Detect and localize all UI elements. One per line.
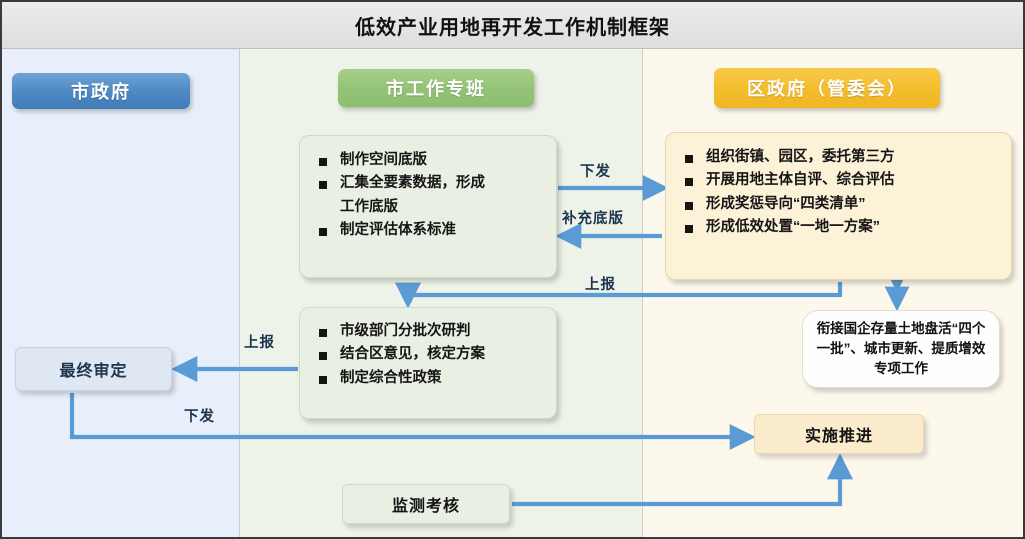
- bullet-list-task-force-baseplate: 制作空间底版 汇集全要素数据，形成 工作底版 制定评估体系标准: [316, 149, 546, 243]
- lane-header-city-task-force: 市工作专班: [338, 69, 534, 107]
- box-district-assessment: 组织街镇、园区，委托第三方 开展用地主体自评、综合评估 形成奖惩导向“四类清单”…: [665, 132, 1012, 280]
- list-item: 制定综合性政策: [316, 367, 546, 390]
- list-item: 制作空间底版: [316, 149, 546, 172]
- bullet-list-municipal-review: 市级部门分批次研判 结合区意见，核定方案 制定综合性政策: [316, 320, 546, 390]
- arrow-label-shangbao-district: 上报: [585, 277, 616, 293]
- list-item: 形成低效处置“一地一方案”: [682, 216, 1003, 239]
- list-item: 开展用地主体自评、综合评估: [682, 169, 1003, 192]
- bullet-list-district-assessment: 组织街镇、园区，委托第三方 开展用地主体自评、综合评估 形成奖惩导向“四类清单”…: [682, 146, 1003, 240]
- arrow-label-buchong-diban: 补充底版: [562, 211, 624, 227]
- swimlane-city-task-force: [239, 49, 642, 537]
- list-item: 结合区意见，核定方案: [316, 343, 546, 366]
- box-municipal-review: 市级部门分批次研判 结合区意见，核定方案 制定综合性政策: [299, 307, 557, 419]
- list-item-continuation: 工作底版: [340, 198, 398, 215]
- box-task-force-baseplate: 制作空间底版 汇集全要素数据，形成 工作底版 制定评估体系标准: [299, 135, 557, 278]
- list-item: 组织街镇、园区，委托第三方: [682, 146, 1003, 169]
- diagram-title-bar: 低效产业用地再开发工作机制框架: [2, 2, 1023, 49]
- arrow-label-xiafa-top: 下发: [580, 164, 611, 180]
- box-implementation: 实施推进: [754, 414, 924, 454]
- swimlane-city-government: [2, 49, 239, 537]
- box-linked-programs-note: 衔接国企存量土地盘活“四个一批”、城市更新、提质增效专项工作: [802, 310, 1000, 388]
- list-item: 形成奖惩导向“四类清单”: [682, 193, 1003, 216]
- arrow-label-xiafa-bottom: 下发: [184, 409, 215, 425]
- box-monitoring-assessment: 监测考核: [342, 484, 510, 524]
- list-item: 制定评估体系标准: [316, 219, 546, 242]
- linked-programs-text: 衔接国企存量土地盘活“四个一批”、城市更新、提质增效专项工作: [816, 320, 986, 377]
- list-item: 市级部门分批次研判: [316, 320, 546, 343]
- swimlane-district-government: [642, 49, 1023, 537]
- box-final-review: 最终审定: [15, 347, 172, 391]
- arrow-label-shangbao-city: 上报: [244, 335, 275, 351]
- lane-header-city-government: 市政府: [12, 73, 190, 109]
- lane-header-district-government: 区政府（管委会）: [714, 68, 940, 108]
- diagram-title: 低效产业用地再开发工作机制框架: [355, 16, 670, 39]
- list-item: 汇集全要素数据，形成: [316, 172, 546, 195]
